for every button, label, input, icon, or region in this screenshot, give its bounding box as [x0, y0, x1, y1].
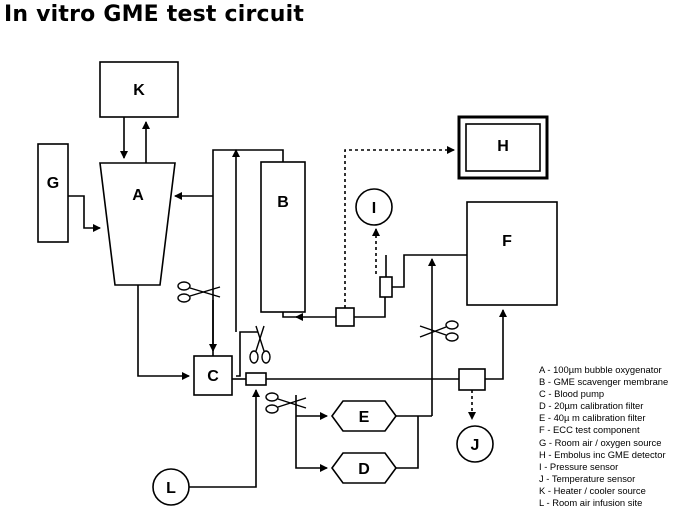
clamp-icon-3	[265, 392, 307, 414]
legend-item: J - Temperature sensor	[539, 472, 636, 484]
oxygenator-shape	[99, 162, 176, 286]
clamp-icon-2	[249, 325, 271, 364]
legend-item: I - Pressure sensor	[539, 460, 619, 472]
junction-port-box	[245, 372, 267, 386]
legend-item: A - 100µm bubble oxygenator	[539, 364, 662, 375]
legend-item: H - Embolus inc GME detector	[539, 448, 666, 460]
detector-outer-frame	[457, 115, 549, 180]
heater-cooler-box	[99, 61, 179, 118]
label-K: K	[133, 82, 145, 99]
diagram-title: In vitro GME test circuit	[4, 2, 305, 27]
legend-item: D - 20µm calibration filter	[539, 400, 644, 412]
label-A: A	[132, 187, 144, 204]
gas-source-box	[37, 143, 69, 243]
label-L: L	[166, 480, 176, 497]
detector-inner-frame	[465, 123, 541, 172]
label-E: E	[359, 409, 370, 426]
label-C: C	[207, 368, 219, 385]
label-D: D	[358, 461, 370, 478]
temperature-port-box	[458, 368, 486, 391]
label-B: B	[277, 194, 289, 211]
label-I: I	[372, 200, 376, 217]
legend-item: E - 40µ m calibration filter	[539, 412, 646, 424]
scavenger-membrane-box	[260, 161, 306, 313]
label-F: F	[502, 233, 512, 250]
legend-item: G - Room air / oxygen source	[539, 436, 662, 448]
blood-pump-box	[193, 355, 233, 396]
label-G: G	[47, 175, 59, 192]
legend-item: K - Heater / cooler source	[539, 484, 646, 496]
legend-item: F - ECC test component	[539, 424, 640, 436]
legend-item: B - GME scavenger membrane	[539, 376, 669, 388]
temperature-sensor-circle	[456, 425, 494, 463]
clamp-icon-1	[177, 281, 221, 303]
label-J: J	[471, 437, 480, 454]
pressure-port-box	[379, 276, 393, 298]
label-H: H	[497, 138, 509, 155]
pressure-sensor-circle	[355, 188, 393, 226]
flow-sensor-box	[335, 307, 355, 327]
clamp-icon-4	[419, 320, 459, 342]
test-component-box	[466, 201, 558, 306]
legend: A - 100µm bubble oxygenator B - GME scav…	[539, 364, 700, 509]
legend-item: C - Blood pump	[539, 388, 605, 400]
legend-item: L - Room air infusion site	[539, 497, 643, 509]
